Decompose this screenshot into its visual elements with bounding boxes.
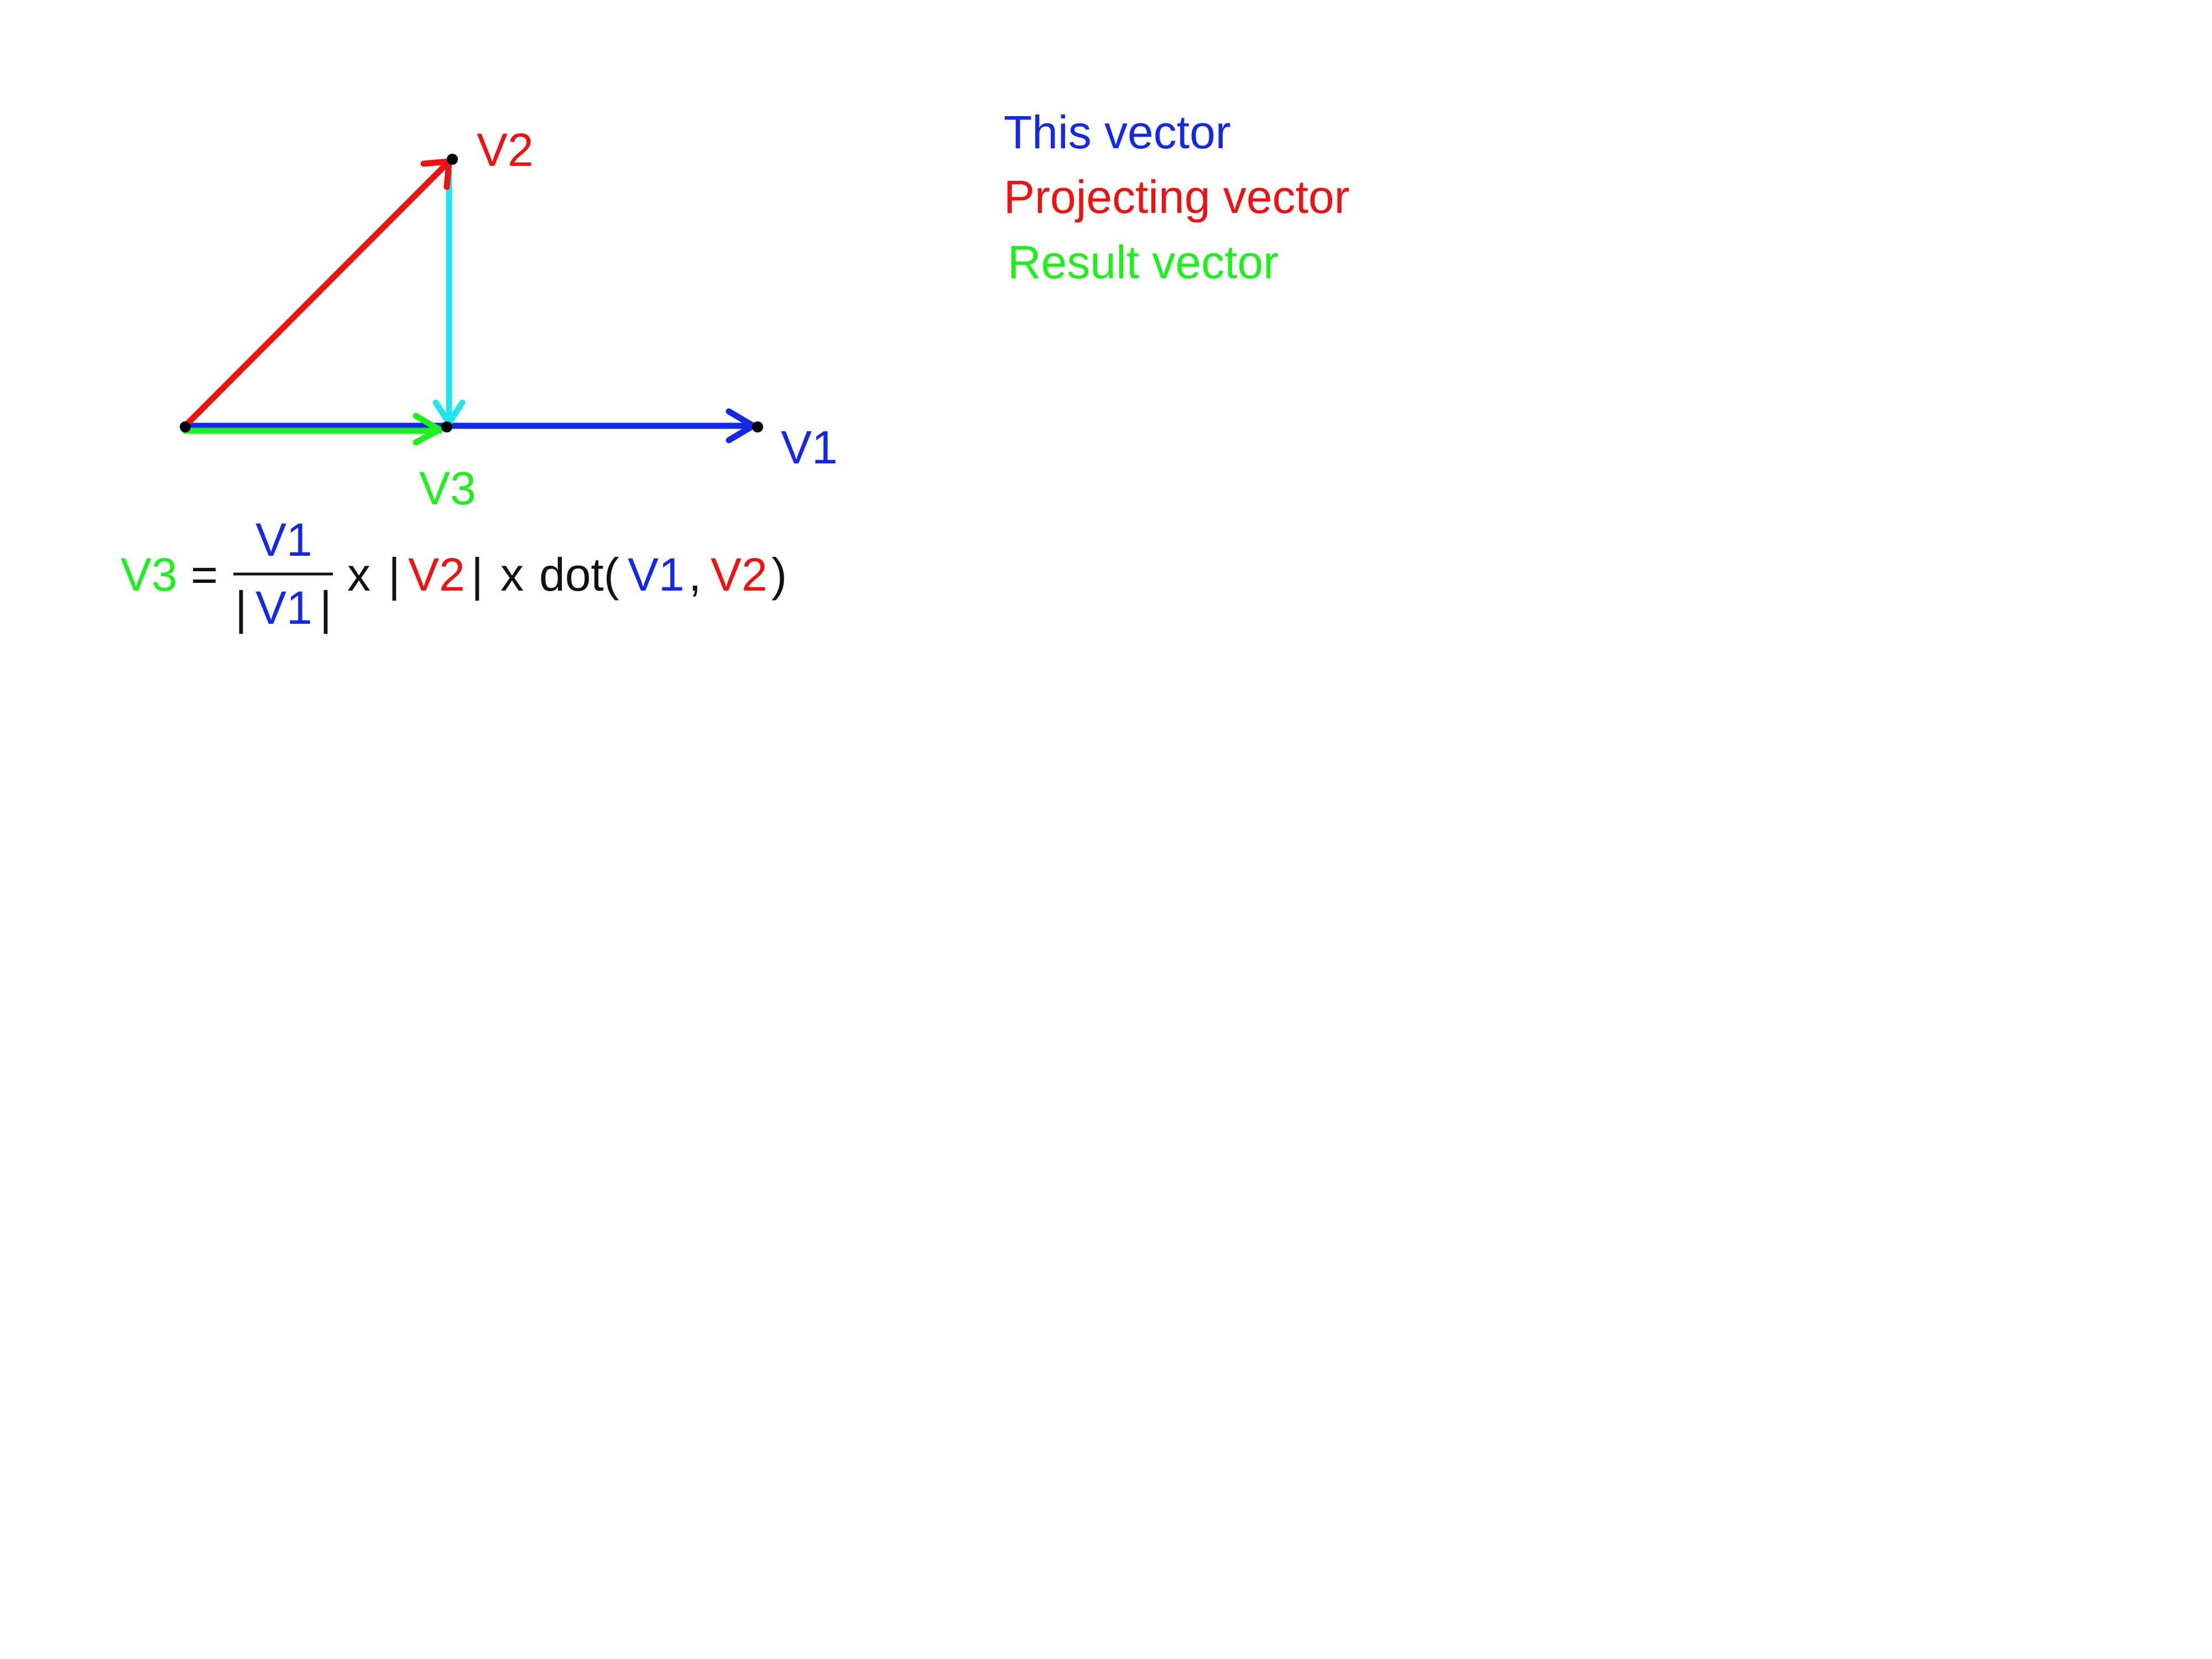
formula-dot: dot( [539,549,619,601]
legend-this-vector: This vector [1004,106,1231,158]
projection-drop [432,168,466,426]
label-v3: V3 [419,462,476,514]
label-v2: V2 [477,124,534,176]
vector-v3-arrowhead [413,413,443,446]
vector-v3 [182,413,443,446]
formula-abs-v2: V2 [408,549,465,601]
formula-times-1: x [347,549,371,601]
vector-v1 [182,408,757,444]
formula-denominator: V1 [255,582,312,634]
legend: This vector Projecting vector Result vec… [1004,106,1350,288]
formula-comma: , [688,549,701,601]
origin-point [180,421,191,432]
formula-times-2: x [500,549,524,601]
v1-tip-point [752,421,763,432]
legend-projecting-vector: Projecting vector [1004,171,1350,223]
formula-abs-close: | [471,549,483,601]
vector-v2-line [182,158,452,429]
formula-dot-v1: V1 [628,549,685,601]
projection-formula: V3 = V1 | V1 | x | V2 | x dot( V1 , V2 ) [121,514,787,634]
formula-abs-open: | [388,549,400,601]
formula-numerator: V1 [255,514,312,566]
v3-tip-point [441,421,452,432]
v2-tip-point [447,154,458,165]
legend-result-vector: Result vector [1008,236,1279,288]
vector-v2 [182,158,452,429]
formula-dot-v2: V2 [711,549,768,601]
formula-denominator-open: | [235,582,247,634]
formula-equals: = [191,549,218,601]
formula-lhs: V3 [121,549,178,601]
formula-close: ) [771,549,787,601]
formula-denominator-close: | [320,582,332,634]
label-v1: V1 [781,421,838,473]
